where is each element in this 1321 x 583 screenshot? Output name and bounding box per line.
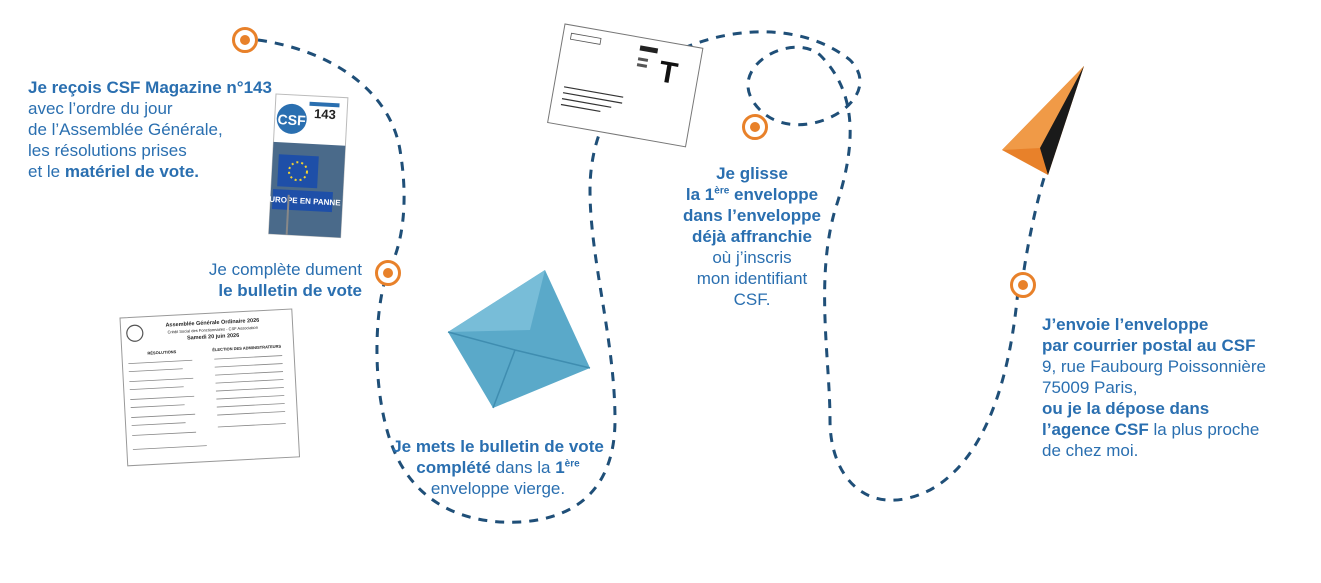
ballot-left-heading: RÉSOLUTIONS: [147, 349, 176, 356]
step-text-run: de l’Assemblée Générale,: [28, 120, 223, 139]
blank-envelope-image: [447, 270, 591, 409]
magazine-cover-image: CSF 143 L’EUROPE EN PANNE ?: [257, 93, 349, 239]
step-text-run: Je complète dument: [208, 260, 362, 279]
ballot-right-heading: ÉLECTION DES ADMINISTRATEURS: [212, 344, 281, 353]
step-text-run: enveloppe: [729, 185, 819, 204]
step-text-run: CSF.: [733, 290, 771, 309]
step-text-line: Je mets le bulletin de vote: [378, 436, 618, 457]
step-text-run: 75009 Paris,: [1042, 378, 1138, 397]
step-text-line: complété dans la 1ère: [378, 457, 618, 478]
step-text-run: mon identifiant: [696, 269, 808, 288]
step-text-line: Je reçois CSF Magazine n°143: [28, 77, 272, 98]
step-text-run: la plus proche: [1148, 420, 1260, 439]
step-text-line: avec l’ordre du jour: [28, 98, 272, 119]
step-text-line: CSF.: [662, 289, 842, 310]
step-text-run: Je mets le bulletin de vote: [392, 437, 604, 456]
postage-stamp-letter: T: [656, 55, 680, 91]
step-marker-3: [742, 114, 768, 140]
step-text-run: 1: [555, 458, 565, 477]
step-text-line: ou je la dépose dans: [1042, 398, 1266, 419]
paper-plane-icon: [1002, 66, 1084, 175]
step-text-run: par courrier postal au CSF: [1042, 336, 1256, 355]
step-text-run: les résolutions prises: [28, 141, 187, 160]
step-text-line: déjà affranchie: [662, 226, 842, 247]
step-text-line: et le matériel de vote.: [28, 161, 272, 182]
step-text-line: Je glisse: [662, 163, 842, 184]
step-text-line: la 1ère enveloppe: [662, 184, 842, 205]
step-text-run: 9, rue Faubourg Poissonnière: [1042, 357, 1266, 376]
step-text-line: dans l’enveloppe: [662, 205, 842, 226]
step-text-run: complété: [416, 458, 491, 477]
step-text-run: et le: [28, 162, 65, 181]
step-text-run: avec l’ordre du jour: [28, 99, 173, 118]
step-1-text: Je reçois CSF Magazine n°143 avec l’ordre…: [28, 77, 272, 182]
step-text-run: J’envoie l’enveloppe: [1042, 315, 1209, 334]
step-marker-2: [375, 260, 401, 286]
step-text-run: ou je la dépose dans: [1042, 399, 1210, 418]
ballot-date: Samedi 20 juin 2026: [187, 333, 240, 342]
step-text-run: déjà affranchie: [692, 227, 812, 246]
step-text-line: par courrier postal au CSF: [1042, 335, 1266, 356]
magazine-issue: 143: [314, 106, 336, 122]
step-text-line: où j’inscris: [662, 247, 842, 268]
magazine-brand: CSF: [277, 111, 306, 128]
ballot-title: Assemblée Générale Ordinaire 2026: [165, 318, 259, 329]
step-marker-4: [1010, 272, 1036, 298]
step-text-run: enveloppe vierge.: [430, 479, 566, 498]
step-5-text: J’envoie l’enveloppe par courrier postal …: [1042, 314, 1266, 461]
step-text-run: matériel de vote.: [64, 162, 200, 181]
step-text-line: de chez moi.: [1042, 440, 1266, 461]
step-text-run: Je glisse: [716, 164, 788, 183]
step-text-line: enveloppe vierge.: [378, 478, 618, 499]
step-text-run: le bulletin de vote: [218, 281, 362, 300]
step-text-run: de chez moi.: [1042, 441, 1139, 460]
step-text-run: Je reçois CSF Magazine n°143: [28, 78, 272, 97]
step-text-run: dans l’enveloppe: [683, 206, 821, 225]
step-2-text: Je complète dument le bulletin de vote: [150, 259, 362, 301]
step-text-run: ère: [714, 185, 730, 197]
step-text-line: les résolutions prises: [28, 140, 272, 161]
step-text-line: 9, rue Faubourg Poissonnière: [1042, 356, 1266, 377]
prepaid-envelope-image: T: [547, 23, 704, 148]
ballot-sheet-image: Assemblée Générale Ordinaire 2026 Crédit…: [119, 308, 301, 467]
step-text-run: où j’inscris: [712, 248, 792, 267]
step-text-line: de l’Assemblée Générale,: [28, 119, 272, 140]
step-text-line: Je complète dument: [150, 259, 362, 280]
ballot-subtitle: Crédit Social des Fonctionnaires - CSF A…: [167, 325, 258, 335]
step-text-line: l’agence CSF la plus proche: [1042, 419, 1266, 440]
step-marker-1: [232, 27, 258, 53]
step-text-line: J’envoie l’enveloppe: [1042, 314, 1266, 335]
step-text-line: 75009 Paris,: [1042, 377, 1266, 398]
step-text-run: dans la: [490, 458, 556, 477]
step-text-line: mon identifiant: [662, 268, 842, 289]
step-text-run: ère: [564, 458, 580, 470]
step-text-run: la 1: [685, 185, 715, 204]
step-text-line: le bulletin de vote: [150, 280, 362, 301]
step-text-run: l’agence CSF: [1042, 420, 1149, 439]
